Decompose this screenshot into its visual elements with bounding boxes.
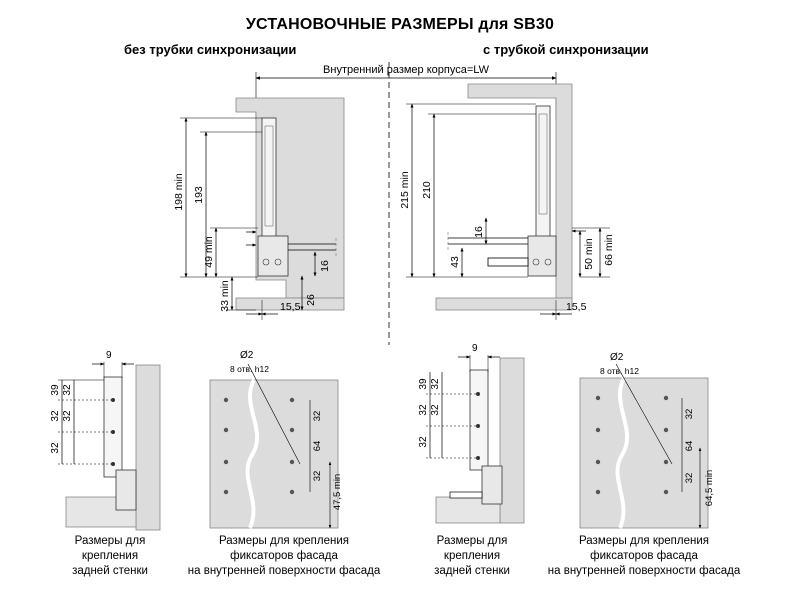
page-title: УСТАНОВОЧНЫЕ РАЗМЕРЫ для SB30 [245, 16, 555, 33]
caption-line: крепления [443, 550, 501, 562]
caption-line: Размеры для крепления [219, 535, 349, 547]
front-panel-right: Ø2 8 отв. h12 32 64 32 64,5 min [579, 352, 715, 529]
rear-caption-left: Размеры для крепления задней стенки [60, 534, 160, 579]
cabinet-bottom [435, 297, 573, 311]
dim-32: 32 [50, 442, 61, 454]
rear-detail-right: 9 39 32 32 32 32 [418, 343, 525, 524]
dim-39: 39 [50, 384, 61, 396]
caption-line: на внутренней поверхности фасада [187, 565, 381, 577]
hole-diameter: Ø2 [610, 352, 624, 363]
hole-diameter: Ø2 [240, 350, 254, 361]
dim-215: 215 min [399, 171, 411, 209]
dim-32: 32 [684, 473, 695, 484]
lw-label: Внутренний размер корпуса=LW [323, 64, 490, 76]
dim-32: 32 [430, 404, 441, 416]
dim-43: 43 [449, 256, 461, 268]
dim-64: 64 [684, 441, 695, 452]
dim-198: 198 min [173, 173, 185, 211]
dim-32: 32 [62, 410, 73, 422]
runner [257, 235, 289, 277]
runner [527, 235, 557, 277]
dim-32: 32 [430, 378, 441, 390]
left-section [235, 97, 345, 311]
caption-line: Размеры для крепления [579, 535, 709, 547]
dim-210: 210 [421, 181, 433, 199]
dim-64-5: 64,5 min [704, 470, 715, 506]
caption-line: задней стенки [434, 565, 510, 577]
left-dimensions: 198 min 193 49 min 33 min 16 26 15,5 [173, 117, 331, 320]
caption-line: Размеры для [74, 535, 146, 547]
dim-50: 50 min [583, 238, 595, 270]
dim-15-5: 15,5 [280, 301, 301, 313]
caption-line: задней стенки [72, 565, 148, 577]
front-panel-left: Ø2 8 отв. h12 32 64 32 47,5 min [209, 350, 343, 529]
holes-note: 8 отв. h12 [230, 364, 269, 374]
dim-16: 16 [473, 226, 485, 238]
dim-9: 9 [106, 350, 112, 361]
dim-39: 39 [418, 378, 429, 390]
caption-line: фиксаторов фасада [230, 550, 338, 562]
dim-66: 66 min [603, 234, 615, 266]
dim-33: 33 min [219, 280, 231, 312]
dim-64: 64 [312, 441, 323, 452]
cabinet-bottom [235, 297, 345, 311]
dim-193: 193 [193, 186, 205, 204]
dim-26: 26 [305, 294, 317, 306]
caption-line: Размеры для [436, 535, 508, 547]
right-heading: с трубкой синхронизации [483, 42, 649, 57]
left-heading: без трубки синхронизации [124, 42, 297, 57]
drawer-side [535, 105, 551, 247]
dim-32: 32 [312, 411, 323, 422]
dim-49: 49 min [203, 236, 215, 268]
dim-16: 16 [319, 260, 331, 272]
holes-note: 8 отв. h12 [600, 366, 639, 376]
dim-47-5: 47,5 min [332, 474, 343, 510]
right-dimensions: 215 min 210 43 16 50 min 66 min 15,5 [399, 103, 615, 320]
dim-32: 32 [50, 410, 61, 422]
front-caption-left: Размеры для крепления фиксаторов фасада … [184, 534, 384, 579]
caption-line: на внутренней поверхности фасада [547, 565, 741, 577]
rear-caption-right: Размеры для крепления задней стенки [422, 534, 522, 579]
dim-9: 9 [472, 343, 478, 354]
front-caption-right: Размеры для крепления фиксаторов фасада … [544, 534, 744, 579]
rear-detail-left: 9 39 32 32 32 32 [50, 350, 161, 531]
sync-tube [487, 257, 529, 267]
dim-32: 32 [684, 409, 695, 420]
dim-32: 32 [312, 471, 323, 482]
right-section [435, 83, 573, 311]
dim-32: 32 [418, 436, 429, 448]
caption-line: фиксаторов фасада [590, 550, 698, 562]
caption-line: крепления [81, 550, 139, 562]
dim-15-5: 15,5 [566, 301, 587, 313]
dim-32: 32 [62, 384, 73, 396]
dim-32: 32 [418, 404, 429, 416]
